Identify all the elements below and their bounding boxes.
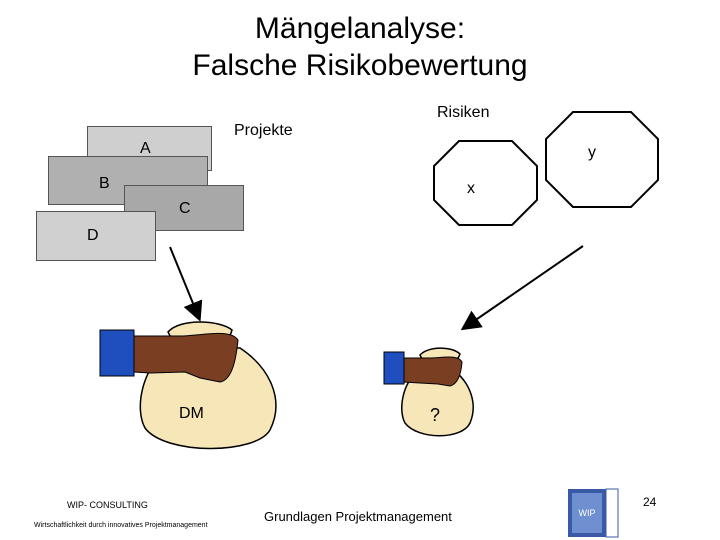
footer-tagline: Wirtschaftlichkeit durch innovatives Pro… [34, 522, 208, 529]
project-label-d: D [87, 227, 99, 244]
risk-label-x: x [467, 180, 475, 197]
title-line-2: Falsche Risikobewertung [192, 49, 528, 82]
wip-logo: WIP [568, 488, 619, 538]
money-bag-small [383, 347, 474, 437]
project-label-a: A [140, 140, 151, 157]
footer-company: WIP- CONSULTING [67, 500, 148, 510]
project-box-d: D [36, 211, 156, 261]
page-number: 24 [643, 495, 657, 509]
project-label-c: C [179, 200, 191, 217]
slide-title: Mängelanalyse: Falsche Risikobewertung [0, 10, 720, 84]
risks-label: Risiken [437, 104, 490, 121]
project-label-b: B [99, 175, 110, 192]
title-line-1: Mängelanalyse: [254, 12, 466, 45]
risk-octagon-y [545, 111, 659, 208]
risk-octagon-x [433, 140, 538, 226]
projects-label: Projekte [234, 122, 293, 139]
arrow-projects-to-bag [169, 246, 203, 322]
bag-label-dm: DM [179, 405, 204, 422]
risk-label-y: y [588, 144, 596, 161]
footer-center-text: Grundlagen Projektmanagement [264, 509, 452, 524]
svg-text:WIP: WIP [579, 508, 596, 518]
bag-label-question: ? [430, 405, 441, 425]
arrow-risks-to-bag [460, 245, 584, 331]
money-bag-large [99, 321, 277, 450]
